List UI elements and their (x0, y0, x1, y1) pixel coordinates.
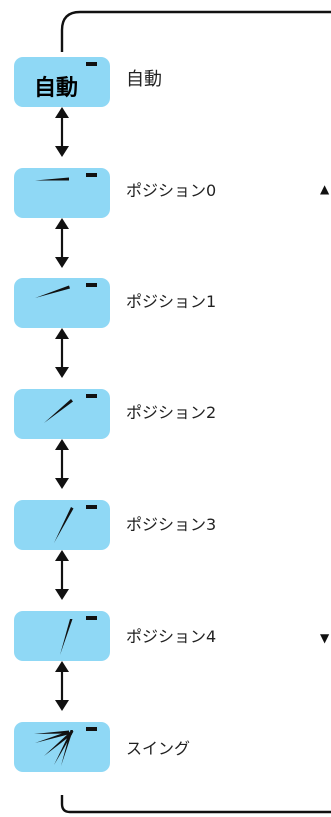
bidirectional-arrow-icon (55, 439, 69, 489)
bidirectional-arrow-icon (55, 328, 69, 378)
bidirectional-arrow-icon (55, 661, 69, 711)
indicator-bar (86, 394, 97, 398)
bidirectional-arrow-icon (55, 107, 69, 157)
blade-position-4-icon (60, 619, 73, 655)
position-0-button[interactable] (14, 168, 110, 218)
bidirectional-arrow-icon (55, 550, 69, 600)
label-position-1: ポジション1 (126, 292, 217, 311)
indicator-bar (86, 62, 97, 66)
label-auto: 自動 (126, 69, 162, 90)
label-position-2: ポジション2 (126, 403, 217, 422)
position-1-button[interactable] (14, 278, 110, 328)
indicator-bar (86, 173, 97, 177)
swing-button[interactable] (14, 722, 110, 772)
indicator-bar (86, 505, 97, 509)
label-position-4: ポジション4 (126, 627, 217, 646)
auto-button-text: 自動 (33, 76, 78, 101)
label-swing: スイング (126, 739, 191, 758)
scroll-down-icon[interactable]: ▼ (320, 631, 330, 645)
position-4-button[interactable] (14, 611, 110, 661)
indicator-bar (86, 616, 97, 620)
bidirectional-arrow-icon (55, 218, 69, 268)
blade-position-3-icon (54, 507, 74, 543)
auto-button[interactable]: 自動 (14, 57, 110, 107)
blade-position-2-icon (44, 399, 73, 423)
indicator-bar (86, 283, 97, 287)
swing-icon (34, 730, 74, 766)
position-3-button[interactable] (14, 500, 110, 550)
position-2-button[interactable] (14, 389, 110, 439)
indicator-bar (86, 727, 97, 731)
blade-position-0-icon (35, 177, 69, 181)
blade-position-1-icon (35, 285, 70, 298)
label-position-0: ポジション0 (126, 181, 217, 200)
label-position-3: ポジション3 (126, 515, 217, 534)
scroll-up-icon[interactable]: ▲ (320, 182, 330, 196)
